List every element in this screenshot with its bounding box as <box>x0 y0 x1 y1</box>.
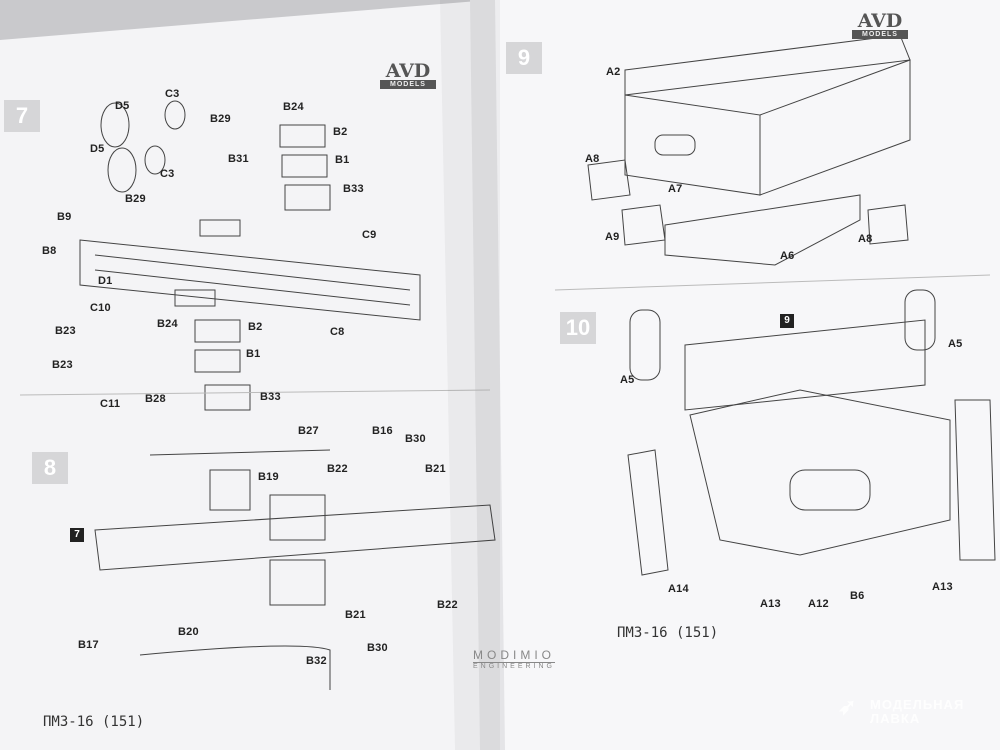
part-label: A8 <box>858 233 873 245</box>
part-label: B6 <box>850 590 865 602</box>
part-label: B1 <box>246 348 261 360</box>
part-label: B28 <box>145 393 166 405</box>
part-label: A13 <box>760 598 781 610</box>
ref-box-9: 9 <box>780 314 794 328</box>
part-label: B24 <box>283 101 304 113</box>
part-label: B23 <box>52 359 73 371</box>
part-label: A7 <box>668 183 683 195</box>
part-label: C3 <box>160 168 175 180</box>
part-label: B29 <box>210 113 231 125</box>
part-label: C9 <box>362 229 377 241</box>
part-label: B21 <box>345 609 366 621</box>
part-label: B22 <box>327 463 348 475</box>
step-number-8: 8 <box>32 452 68 484</box>
part-label: B2 <box>333 126 348 138</box>
part-label: B32 <box>306 655 327 667</box>
part-label: B30 <box>405 433 426 445</box>
part-label: B27 <box>298 425 319 437</box>
watermark-rocket-icon: ➶ <box>838 694 858 719</box>
part-label: A12 <box>808 598 829 610</box>
step-number-10: 10 <box>560 312 596 344</box>
part-label: B33 <box>343 183 364 195</box>
part-label: D1 <box>98 275 113 287</box>
ref-box-7: 7 <box>70 528 84 542</box>
part-label: A13 <box>932 581 953 593</box>
part-label: C10 <box>90 302 111 314</box>
part-label: B23 <box>55 325 76 337</box>
part-label: B29 <box>125 193 146 205</box>
part-label: B16 <box>372 425 393 437</box>
part-label: A2 <box>606 66 621 78</box>
part-label: A6 <box>780 250 795 262</box>
step-number-9: 9 <box>506 42 542 74</box>
part-label: A14 <box>668 583 689 595</box>
part-label: A5 <box>620 374 635 386</box>
step-number-7: 7 <box>4 100 40 132</box>
part-label: A9 <box>605 231 620 243</box>
part-label: B30 <box>367 642 388 654</box>
part-label: B24 <box>157 318 178 330</box>
part-label: B21 <box>425 463 446 475</box>
part-label: A8 <box>585 153 600 165</box>
part-label: B22 <box>437 599 458 611</box>
part-label: B19 <box>258 471 279 483</box>
left-page-footer: ПМЗ-16 (151) <box>43 714 145 730</box>
part-label: B8 <box>42 245 57 257</box>
part-label: C8 <box>330 326 345 338</box>
part-label: B1 <box>335 154 350 166</box>
part-label: B17 <box>78 639 99 651</box>
part-label: B2 <box>248 321 263 333</box>
part-label: A5 <box>948 338 963 350</box>
part-label: D5 <box>115 100 130 112</box>
right-page-footer: ПМЗ-16 (151) <box>617 625 719 641</box>
part-label: C3 <box>165 88 180 100</box>
part-label: B31 <box>228 153 249 165</box>
part-label: C11 <box>100 398 121 410</box>
part-label: D5 <box>90 143 105 155</box>
part-label: B33 <box>260 391 281 403</box>
part-label: B20 <box>178 626 199 638</box>
part-label: B9 <box>57 211 72 223</box>
